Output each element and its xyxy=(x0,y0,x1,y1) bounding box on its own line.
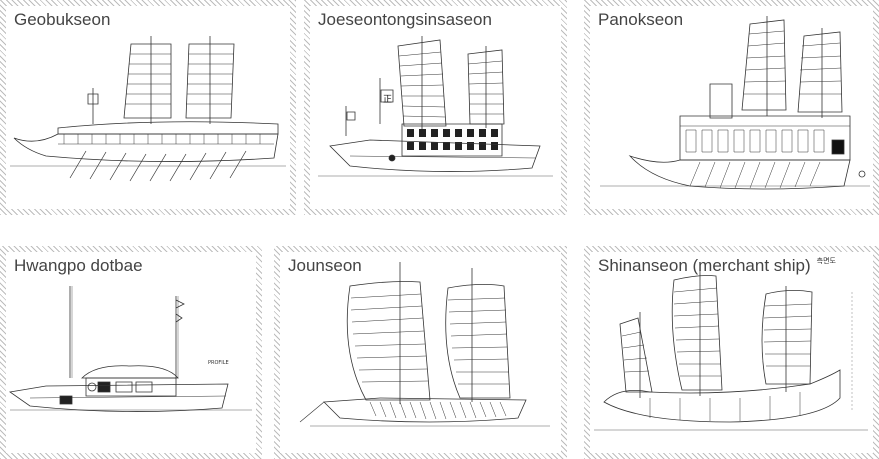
card-title: Geobukseon xyxy=(14,10,111,29)
joeseontongsinsaseon-drawing xyxy=(310,6,561,209)
shinanseon-drawing xyxy=(590,252,873,453)
card-frame: Shinanseon (merchant ship) 측면도 xyxy=(590,252,873,453)
ship-card-geobukseon[interactable]: Geobukseon xyxy=(0,0,296,215)
panokseon-drawing xyxy=(590,6,873,209)
geobukseon-drawing xyxy=(6,6,290,209)
ship-card-panokseon[interactable]: Panokseon xyxy=(584,0,879,215)
card-title: Jounseon xyxy=(288,256,362,275)
card-title: Joeseontongsinsaseon xyxy=(318,10,492,29)
card-frame: Panokseon xyxy=(590,6,873,209)
svg-text:PROFILE: PROFILE xyxy=(208,360,229,366)
card-frame: Joeseontongsinsaseon xyxy=(310,6,561,209)
ship-card-shinanseon[interactable]: Shinanseon (merchant ship) 측면도 xyxy=(584,246,879,459)
hwangpo-dotbae-drawing: PROFILE xyxy=(6,252,256,453)
card-frame: Geobukseon xyxy=(6,6,290,209)
card-title: Panokseon xyxy=(598,10,684,29)
card-title: Hwangpo dotbae xyxy=(14,256,143,275)
card-frame: Hwangpo dotbae xyxy=(6,252,256,453)
card-title: Shinanseon (merchant ship) 측면도 xyxy=(598,256,836,276)
card-frame: Jounseon xyxy=(280,252,561,453)
card-title-text: Shinanseon (merchant ship) xyxy=(598,256,811,275)
ship-card-joeseontongsinsaseon[interactable]: Joeseontongsinsaseon xyxy=(304,0,567,215)
jounseon-drawing xyxy=(280,252,561,453)
ship-card-jounseon[interactable]: Jounseon xyxy=(274,246,567,459)
drawing-view-label: 측면도 xyxy=(816,258,836,265)
ship-card-hwangpo-dotbae[interactable]: Hwangpo dotbae xyxy=(0,246,262,459)
flag-character: 正 xyxy=(383,95,393,105)
